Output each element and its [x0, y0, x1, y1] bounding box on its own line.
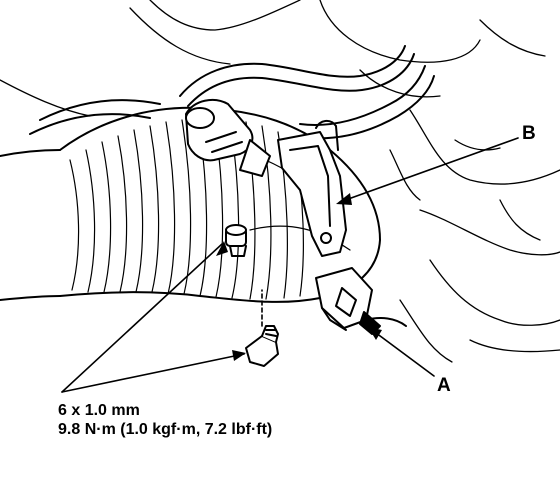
leader-spec-to-bolt — [61, 353, 245, 393]
engine-background-lines — [0, 0, 560, 363]
leader-arrowheads — [216, 193, 382, 361]
arrowhead-b — [336, 193, 352, 205]
mounting-stud — [225, 224, 247, 257]
callout-label-b: B — [522, 123, 536, 144]
torque-spec-text: 9.8 N·m (1.0 kgf·m, 7.2 lbf·ft) — [58, 421, 273, 438]
bracket-b — [277, 120, 347, 257]
upper-tube — [29, 45, 435, 140]
callout-label-a: A — [437, 375, 451, 396]
flange-bolt — [245, 325, 279, 367]
bolt-spec-note: 6 x 1.0 mm 9.8 N·m (1.0 kgf·m, 7.2 lbf·f… — [58, 401, 272, 439]
leader-lines — [61, 137, 519, 393]
arrowhead-a — [368, 327, 382, 340]
leader-b — [339, 137, 519, 203]
bolt-size-text: 6 x 1.0 mm — [58, 402, 140, 419]
arrowhead-bolt — [232, 350, 246, 361]
leader-spec-to-stud — [61, 243, 223, 393]
arrowhead-stud — [216, 241, 228, 256]
sensor-connector — [185, 98, 271, 177]
leader-a — [371, 329, 435, 377]
clamp-a — [315, 267, 407, 335]
